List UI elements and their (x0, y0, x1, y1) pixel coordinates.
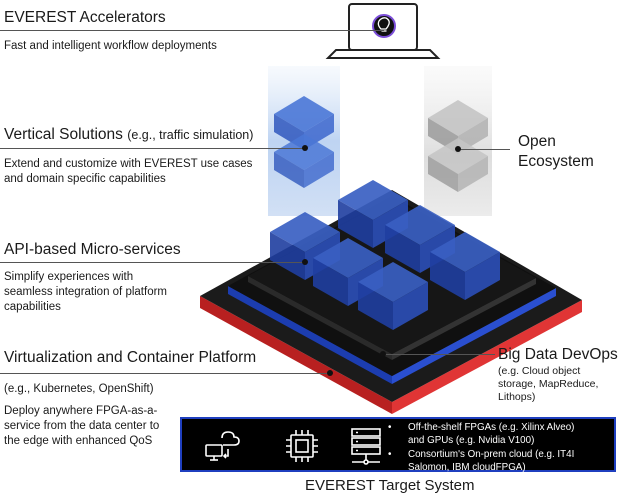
connector-big-data (383, 354, 495, 355)
cloud-computer-icon (205, 431, 240, 461)
open-ecosystem-title: Open Ecosystem (518, 133, 594, 170)
big-data-title: Big Data DevOps (498, 346, 618, 363)
virtualization-desc: Deploy anywhere FPGA-as-a- service from … (4, 405, 160, 447)
api-title: API-based Micro-services (4, 241, 181, 258)
laptop-icon (325, 3, 441, 59)
connector-open-ecosystem (458, 149, 510, 150)
vertical-desc: Extend and customize with EVEREST use ca… (4, 158, 253, 185)
target-system-caption: EVEREST Target System (305, 477, 475, 494)
connector-dot-api (302, 259, 308, 265)
connector-dot-open-ecosystem (455, 146, 461, 152)
vertical-heading: Vertical Solutions (e.g., traffic simula… (4, 126, 253, 144)
floating-blue-cubes (274, 96, 334, 188)
vertical-note: (e.g., traffic simulation) (127, 128, 254, 142)
connector-accelerators (0, 30, 384, 31)
virtualization-note: (e.g., Kubernetes, OpenShift) (4, 383, 154, 395)
target-item-fpgas: Off-the-shelf FPGAs (e.g. Xilinx Alveo) … (388, 422, 614, 447)
chip-icon (286, 430, 318, 462)
accelerators-title: EVEREST Accelerators (4, 9, 166, 26)
connector-dot-big-data (380, 351, 386, 357)
big-data-desc: (e.g. Cloud object storage, MapReduce, L… (498, 365, 599, 403)
connector-dot-vertical (302, 145, 308, 151)
target-item-cloud: Consortium's On-prem cloud (e.g. IT4I Sa… (388, 449, 614, 474)
vertical-title: Vertical Solutions (4, 126, 123, 143)
server-network-icon (351, 428, 381, 465)
lightbulb-icon (377, 17, 390, 32)
connector-virtualization (0, 373, 330, 374)
virtualization-title: Virtualization and Container Platform (4, 349, 257, 366)
accelerators-desc: Fast and intelligent workflow deployment… (4, 40, 217, 52)
floating-grey-cubes (428, 100, 488, 192)
target-system-list: Off-the-shelf FPGAs (e.g. Xilinx Alveo) … (388, 422, 614, 476)
api-desc: Simplify experiences with seamless integ… (4, 271, 167, 313)
connector-vertical (0, 148, 305, 149)
platform-cubes (270, 180, 500, 330)
connector-dot-virtualization (327, 370, 333, 376)
target-system-box: Off-the-shelf FPGAs (e.g. Xilinx Alveo) … (180, 417, 616, 473)
connector-api (0, 262, 305, 263)
